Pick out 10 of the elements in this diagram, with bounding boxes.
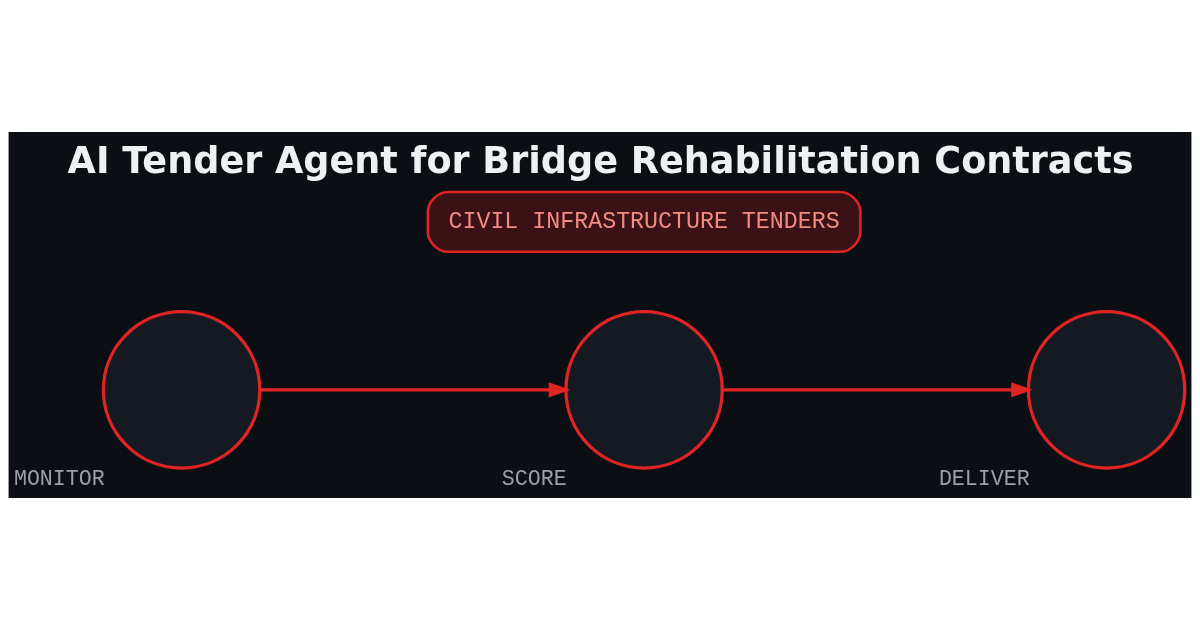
diagram-title: AI Tender Agent for Bridge Rehabilitation Contracts (67, 138, 1134, 182)
node-circle (1026, 310, 1187, 470)
node-circle (101, 310, 262, 470)
arrow (722, 382, 1033, 398)
arrow (260, 382, 571, 398)
node-circle (564, 310, 724, 470)
node-label: DELIVER (938, 467, 1030, 492)
node-label: MONITOR (13, 467, 105, 492)
node-box: CIVIL INFRASTRUCTURE TENDERS (426, 190, 862, 254)
node-label: SCORE (501, 467, 567, 492)
